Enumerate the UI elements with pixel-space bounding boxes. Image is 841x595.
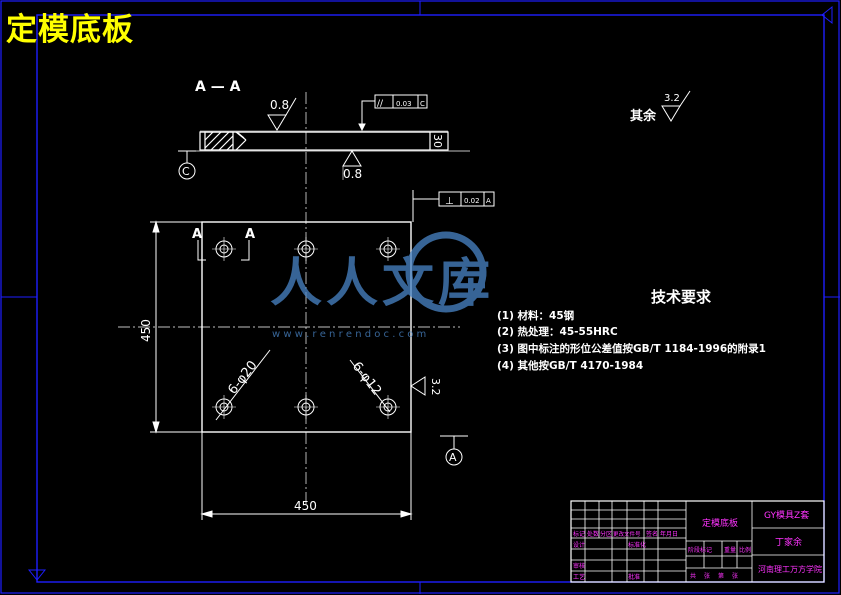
tb-row-label: 审核 [573,562,585,570]
tech-requirement-item: (2) 热处理：45-55HRC [497,325,618,338]
tech-requirement-item: (3) 图中标注的形位公差值按GB/T 1184-1996的附录1 [497,342,766,355]
tb-school: 河南理工万方学院 [758,564,822,574]
roughness-top-value: 0.8 [270,98,289,112]
tb-mid-label: 标准化 [628,541,646,549]
tb-mid-label: 批准 [628,573,640,581]
holes-group [212,237,400,419]
datum-a-label: A [449,451,457,464]
hole [376,395,400,419]
tb-sheet-label: 第 [718,572,724,580]
roughness-face-symbol [410,376,426,396]
frame-arrow-top [821,5,833,25]
height-value: 450 [139,319,153,342]
datum-c [178,150,196,180]
roughness-rest-value: 3.2 [664,93,680,104]
parallelism-frame [358,94,428,132]
inner-frame [36,14,825,583]
leader-large-holes [215,349,271,421]
section-label: A — A [195,79,241,95]
tb-header-cell: 年月日 [660,530,678,538]
hole [294,237,318,261]
tb-author: 丁家余 [775,536,802,548]
tech-requirement-item: (1) 材料：45钢 [497,309,574,322]
drawing-title: 定模底板 [6,12,134,48]
roughness-rest-symbol [661,105,681,122]
roughness-bottom-value: 0.8 [343,167,362,181]
tb-header-cell: 签名 [646,530,658,538]
hole-small-callout: 6-φ12 [349,359,384,398]
datum-c-label: C [182,165,190,178]
perpendicularity-datum: A [486,197,491,205]
cut-marker-left-label: A [192,227,202,242]
tech-requirements-heading: 技术要求 [651,288,712,306]
width-dimension [200,432,413,520]
tb-header-cell: 处数 [587,530,599,538]
frame-arrow-left [27,569,47,581]
tb-row-label: 工艺 [573,573,585,581]
title-block [570,500,825,583]
leader-small-holes [349,359,391,413]
section-view [178,130,470,152]
tb-sheet-label: 张 [704,572,710,580]
roughness-bottom-symbol [342,150,362,167]
tb-header-cell: 更改文件号 [613,530,641,538]
width-value: 450 [294,499,317,513]
tb-part-name: 定模底板 [702,517,738,529]
hole-large-callout: 6-φ20 [225,358,260,397]
tb-sheet-label: 共 [690,572,696,580]
tb-header-cell: 标记 [573,530,585,538]
roughness-rest-label: 其余 [630,108,657,124]
parallelism-datum: C [420,100,425,108]
datum-a [440,435,468,466]
cut-marker-right-label: A [245,227,255,242]
parallelism-symbol: // [377,99,384,109]
perpendicularity-frame [412,190,495,222]
perpendicularity-symbol: ⊥ [445,196,454,207]
watermark-url: w w w . r e n r e n d o c . c o m [272,329,426,340]
watermark-text: 人人文库 [270,254,494,314]
hole [212,237,236,261]
tech-requirement-item: (4) 其他按GB/T 4170-1984 [497,359,643,372]
tb-drawing-no: GY模具Z套 [764,509,809,521]
roughness-face-value: 3.2 [429,378,442,396]
hole [294,395,318,419]
watermark-logo-ring [405,231,487,313]
plate-outline [201,221,412,433]
hole [212,395,236,419]
hole [376,237,400,261]
perpendicularity-value: 0.02 [464,197,480,205]
tb-stage-label: 比例 [739,546,751,554]
thickness-dimension: 30 [431,134,444,148]
tb-stage-label: 重量 [724,546,736,554]
height-dimension [150,220,202,434]
roughness-top-symbol [267,114,287,131]
tb-header-cell: 分区 [600,530,612,538]
parallelism-value: 0.03 [396,100,412,108]
tb-sheet-label: 张 [732,572,738,580]
watermark: 人人文库 w w w . r e n r e n d o c . c o m [270,231,494,340]
tb-stage-label: 阶段标记 [688,546,712,554]
cut-marker-left [197,240,206,261]
tb-row-label: 设计 [573,541,585,549]
cut-marker-right [241,240,250,261]
